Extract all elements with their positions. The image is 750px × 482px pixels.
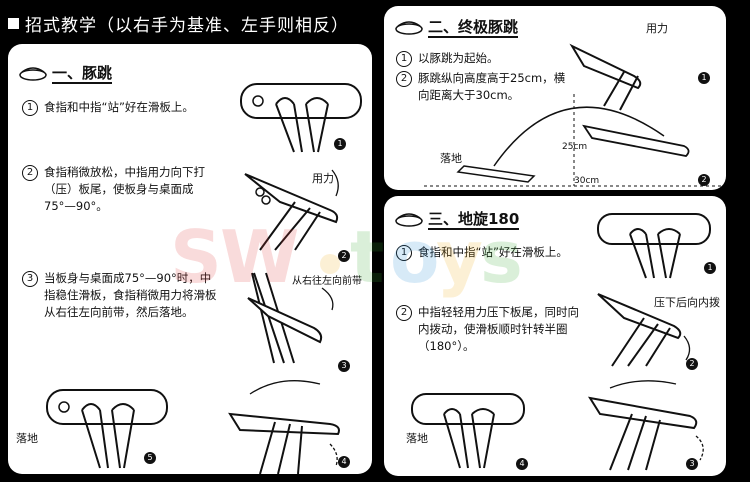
board-logo-icon: [395, 213, 423, 227]
svg-text:t: t: [350, 215, 384, 299]
illustration-spin-landing-top: [411, 393, 525, 469]
ollie-step-3: 3 当板身与桌面成75°—90°时，中指稳住滑板，食指稍微用力将滑板从右往左向前…: [22, 270, 222, 321]
force-label-2: 用力: [646, 22, 668, 35]
ultimate-marker-2: 2: [698, 174, 710, 186]
step-marker-2: 2: [338, 250, 350, 262]
distance-label: 30cm: [574, 176, 600, 186]
illustration-fingers-on-board-1: [240, 83, 362, 153]
illustration-press-and-flick: [597, 293, 691, 367]
watermark-logo: S W t o y s: [170, 215, 523, 299]
panel-ollie: 一、豚跳 1 食指和中指“站”好在滑板上。 2 食指稍微放松，中指用力向下打（压…: [8, 44, 372, 474]
landing-label-2: 落地: [440, 152, 462, 165]
step-marker-3: 3: [338, 360, 350, 372]
illustration-push-forward: [247, 272, 334, 364]
ultimate-step-1: 1 以豚跳为起始。: [396, 50, 576, 67]
svg-text:W: W: [220, 215, 299, 299]
illustration-spin-rotation: [587, 380, 704, 471]
illustration-press-tail: [244, 169, 339, 251]
ollie-step-1: 1 食指和中指“站”好在滑板上。: [22, 99, 232, 116]
board-logo-icon: [395, 21, 423, 35]
spin-marker-1: 1: [704, 262, 716, 274]
svg-text:y: y: [436, 215, 483, 299]
board-logo-icon: [19, 67, 47, 81]
svg-text:S: S: [170, 215, 222, 299]
page-header: 招式教学（以右手为基准、左手则相反）: [8, 8, 349, 38]
section-title-ground-spin: 三、地旋180: [394, 210, 520, 230]
panel-ground-spin: 三、地旋180 1 食指和中指“站”好在滑板上。 2 中指轻轻用力压下板尾，同时…: [384, 196, 726, 476]
section-title-ollie: 一、豚跳: [18, 64, 113, 84]
square-bullet-icon: [8, 17, 19, 29]
spin-step-2: 2 中指轻轻用力压下板尾，同时向内拨动，使滑板顺时针转半圈（180°）。: [396, 304, 582, 355]
panel-ultimate-ollie: 二、终极豚跳 1 以豚跳为起始。 2 豚跳纵向高度高于25cm，横向距离大于30…: [384, 6, 726, 190]
ultimate-step-2: 2 豚跳纵向高度高于25cm，横向距离大于30cm。: [396, 70, 576, 104]
ultimate-marker-1: 1: [698, 72, 710, 84]
header-title: 招式教学（以右手为基准、左手则相反）: [25, 15, 349, 36]
step-marker-1: 1: [334, 138, 346, 150]
force-label-1: 用力: [312, 172, 334, 185]
spin-step-1: 1 食指和中指“站”好在滑板上。: [396, 244, 596, 261]
illustration-fingers-on-board-2: [597, 213, 711, 279]
step-marker-4: 4: [338, 456, 350, 468]
section-title-ultimate-ollie: 二、终极豚跳: [394, 18, 519, 38]
spin-marker-2: 2: [686, 358, 698, 370]
height-label: 25cm: [562, 142, 588, 152]
illustration-landing-top: [46, 389, 168, 469]
spin-marker-3: 3: [686, 458, 698, 470]
svg-text:s: s: [480, 215, 523, 299]
spin-marker-4: 4: [516, 458, 528, 470]
direction-label: 从右往左向前带: [292, 276, 362, 287]
illustration-ultimate-jump: [424, 43, 724, 187]
press-label: 压下后向内拨: [654, 296, 720, 309]
illustration-landing-side: [228, 380, 340, 474]
landing-label-1: 落地: [16, 432, 38, 445]
step-marker-5: 5: [144, 452, 156, 464]
ollie-step-2: 2 食指稍微放松，中指用力向下打（压）板尾，使板身与桌面成75°—90°。: [22, 164, 212, 215]
svg-text:o: o: [390, 215, 439, 299]
landing-label-3: 落地: [406, 432, 428, 445]
